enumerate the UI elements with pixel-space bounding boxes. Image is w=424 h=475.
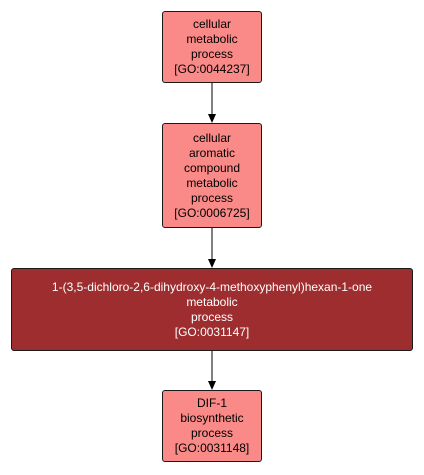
- edge-n2-n3: [208, 228, 216, 268]
- node-cellular-metabolic-process[interactable]: cellular metabolic process [GO:0044237]: [162, 11, 262, 83]
- edge-n1-n2: [208, 83, 216, 123]
- node-label-line: compound: [183, 160, 241, 175]
- node-label-line: process: [190, 426, 234, 440]
- node-label-line: 1-(3,5-dichloro-2,6-dihydroxy-4-methoxyp…: [51, 279, 373, 294]
- node-go-id: [GO:0031148]: [174, 441, 250, 455]
- node-label-line: process: [190, 47, 234, 61]
- node-go-id: [GO:0006725]: [174, 205, 250, 220]
- node-label-line: DIF-1: [197, 396, 227, 410]
- node-label-line: metabolic: [186, 175, 238, 190]
- node-label-line: process: [190, 309, 234, 324]
- node-dif1-biosynthetic-process[interactable]: DIF-1 biosynthetic process [GO:0031148]: [162, 390, 262, 462]
- node-label-line: aromatic: [188, 145, 235, 160]
- node-label-line: cellular: [192, 130, 231, 145]
- node-label-line: metabolic: [186, 32, 238, 46]
- node-go-id: [GO:0044237]: [174, 62, 250, 76]
- node-label-line: process: [190, 190, 234, 205]
- node-dichloro-hexanone-metabolic-process[interactable]: 1-(3,5-dichloro-2,6-dihydroxy-4-methoxyp…: [11, 268, 413, 351]
- node-label-line: biosynthetic: [180, 411, 244, 425]
- edge-n3-n4: [208, 351, 216, 390]
- node-label-line: cellular: [192, 17, 231, 31]
- node-go-id: [GO:0031147]: [174, 324, 250, 339]
- node-label-line: metabolic: [186, 294, 238, 309]
- node-cellular-aromatic-compound-metabolic-process[interactable]: cellular aromatic compound metabolic pro…: [162, 123, 262, 228]
